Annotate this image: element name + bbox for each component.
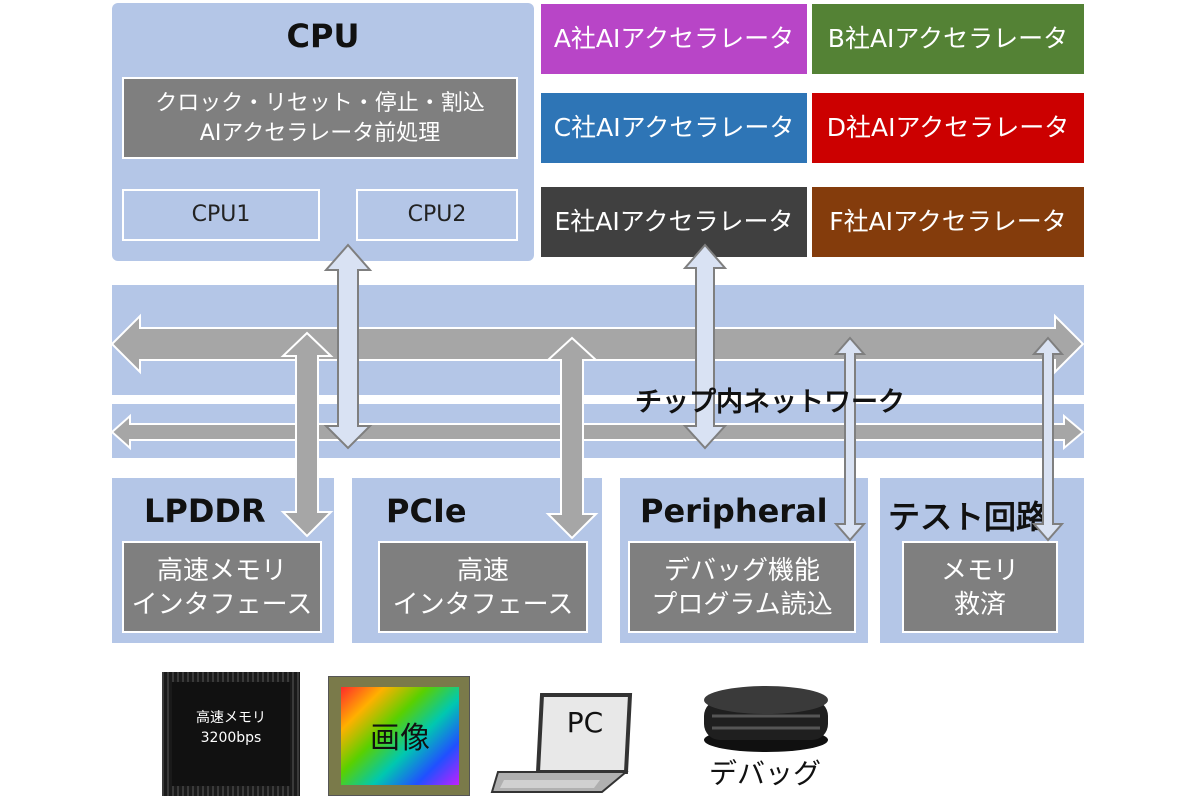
pc-laptop-icon <box>490 693 633 793</box>
accelerator-d: D社AIアクセラレータ <box>812 93 1084 163</box>
cpu1-box: CPU1 <box>122 189 320 241</box>
peripheral-block: Peripheral デバッグ機能 プログラム読込 <box>620 478 868 643</box>
memory-chip-label: 高速メモリ 3200bps <box>172 708 290 748</box>
memory-chip-die: 高速メモリ 3200bps <box>172 682 290 786</box>
test-circuit-network-arrow <box>1031 336 1065 542</box>
pcie-line2: インタフェース <box>392 590 574 620</box>
test-line1: メモリ <box>940 556 1019 586</box>
lpddr-title: LPDDR <box>144 492 266 530</box>
peripheral-line2: プログラム読込 <box>651 590 833 620</box>
memory-chip-line1: 高速メモリ <box>196 710 266 726</box>
cpu-title: CPU <box>286 17 360 55</box>
lpddr-interface-box: 高速メモリ インタフェース <box>122 541 322 633</box>
pcie-title: PCIe <box>386 492 467 530</box>
cpu-block: CPU クロック・リセット・停止・割込 AIアクセラレータ前処理 CPU1 CP… <box>112 3 534 261</box>
test-circuit-title: テスト回路 <box>888 498 1049 536</box>
lpddr-line1: 高速メモリ <box>156 556 287 586</box>
pcie-network-arrow <box>545 336 599 540</box>
cpu-preprocessing-line1: クロック・リセット・停止・割込 <box>155 91 485 116</box>
accelerator-network-arrow <box>682 243 728 450</box>
lpddr-block: LPDDR 高速メモリ インタフェース <box>112 478 334 643</box>
lpddr-network-arrow <box>280 331 334 538</box>
lpddr-line2: インタフェース <box>131 590 313 620</box>
accelerator-f: F社AIアクセラレータ <box>812 187 1084 257</box>
image-sensor-label: 画像 <box>370 721 430 756</box>
cpu2-box: CPU2 <box>356 189 518 241</box>
pc-label: PC <box>566 706 604 739</box>
pcie-block: PCIe 高速 インタフェース <box>352 478 602 643</box>
pcie-line1: 高速 <box>456 556 509 586</box>
peripheral-network-arrow <box>833 336 867 542</box>
debugger-device-icon <box>704 686 828 752</box>
memory-repair-box: メモリ 救済 <box>902 541 1058 633</box>
memory-chip: 高速メモリ 3200bps <box>162 672 300 796</box>
test-circuit-block: テスト回路 メモリ 救済 <box>880 478 1084 643</box>
peripheral-function-box: デバッグ機能 プログラム読込 <box>628 541 856 633</box>
accelerator-a: A社AIアクセラレータ <box>541 4 807 74</box>
accelerator-b: B社AIアクセラレータ <box>812 4 1084 74</box>
accelerator-e: E社AIアクセラレータ <box>541 187 807 257</box>
test-line2: 救済 <box>953 590 1006 620</box>
peripheral-title: Peripheral <box>640 492 828 530</box>
memory-chip-line2: 3200bps <box>200 730 262 746</box>
cpu-preprocessing-line2: AIアクセラレータ前処理 <box>199 121 441 146</box>
peripheral-line1: デバッグ機能 <box>663 556 820 586</box>
network-label: チップ内ネットワーク <box>635 387 905 418</box>
pcie-interface-box: 高速 インタフェース <box>378 541 588 633</box>
debugger-label: デバッグ <box>708 757 821 790</box>
accelerator-c: C社AIアクセラレータ <box>541 93 807 163</box>
image-sensor: 画像 <box>328 676 470 796</box>
network-bus-upper-arrow <box>110 313 1085 375</box>
cpu-preprocessing-box: クロック・リセット・停止・割込 AIアクセラレータ前処理 <box>122 77 518 159</box>
network-bus-lower-arrow <box>110 413 1085 451</box>
image-sensor-die: 画像 <box>341 687 459 785</box>
cpu-network-arrow <box>323 243 373 450</box>
